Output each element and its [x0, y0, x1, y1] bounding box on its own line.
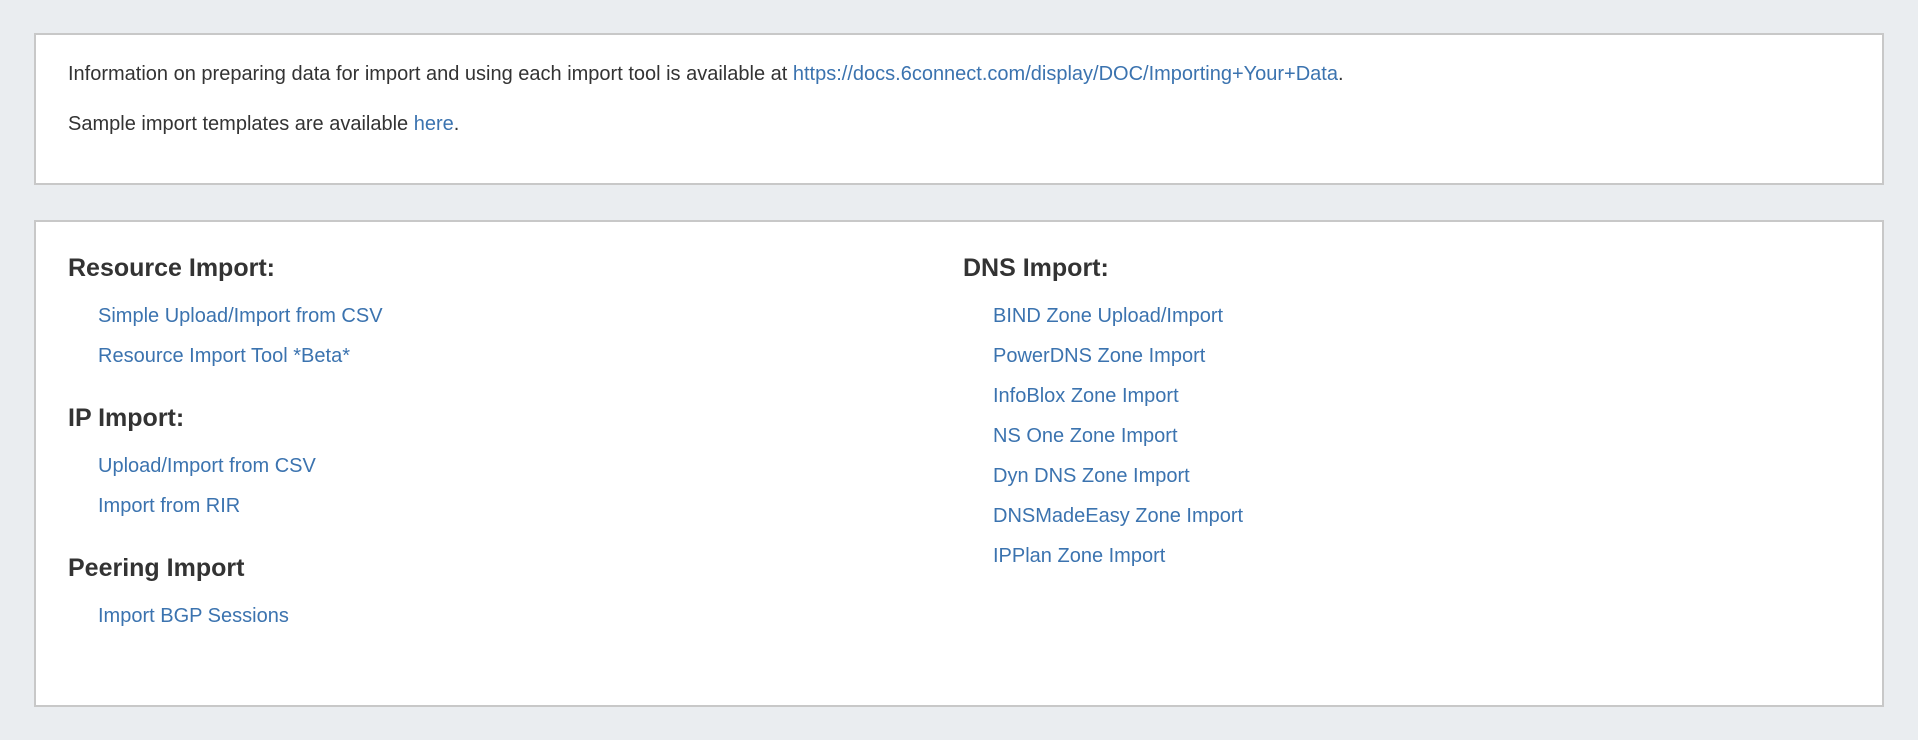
dnsmadeeasy-zone-import-link[interactable]: DNSMadeEasy Zone Import [993, 505, 1244, 527]
list-item: NS One Zone Import [993, 416, 1850, 456]
info-line-1-text: Information on preparing data for import… [68, 63, 793, 85]
import-bgp-sessions-link[interactable]: Import BGP Sessions [98, 605, 289, 627]
list-item: Resource Import Tool *Beta* [98, 336, 963, 376]
resource-import-tool-beta-link[interactable]: Resource Import Tool *Beta* [98, 345, 350, 367]
info-line-2-text: Sample import templates are available [68, 113, 414, 135]
import-from-rir-link[interactable]: Import from RIR [98, 495, 241, 517]
powerdns-zone-import-link[interactable]: PowerDNS Zone Import [993, 345, 1206, 367]
docs-importing-data-link[interactable]: https://docs.6connect.com/display/DOC/Im… [792, 63, 1338, 85]
link-list-peering-import: Import BGP Sessions [68, 596, 963, 636]
info-panel: Information on preparing data for import… [34, 33, 1884, 185]
sample-templates-here-link[interactable]: here [413, 113, 454, 135]
dyn-dns-zone-import-link[interactable]: Dyn DNS Zone Import [993, 465, 1190, 487]
section-ip-import: IP Import: Upload/Import from CSV Import f… [68, 402, 963, 526]
list-item: BIND Zone Upload/Import [993, 296, 1850, 336]
list-item: Import BGP Sessions [98, 596, 963, 636]
bind-zone-upload-import-link[interactable]: BIND Zone Upload/Import [993, 305, 1224, 327]
list-item: InfoBlox Zone Import [993, 376, 1850, 416]
info-line-2: Sample import templates are available he… [68, 109, 1850, 139]
list-item: Simple Upload/Import from CSV [98, 296, 963, 336]
link-list-ip-import: Upload/Import from CSV Import from RIR [68, 446, 963, 526]
link-list-resource-import: Simple Upload/Import from CSV Resource Im… [68, 296, 963, 376]
list-item: IPPlan Zone Import [993, 536, 1850, 576]
list-item: Dyn DNS Zone Import [993, 456, 1850, 496]
list-item: Upload/Import from CSV [98, 446, 963, 486]
ns-one-zone-import-link[interactable]: NS One Zone Import [993, 425, 1178, 447]
simple-upload-import-from-csv-link[interactable]: Simple Upload/Import from CSV [98, 305, 383, 327]
section-heading-resource-import: Resource Import: [68, 254, 275, 282]
section-heading-ip-import: IP Import: [68, 404, 185, 432]
list-item: PowerDNS Zone Import [993, 336, 1850, 376]
list-item: DNSMadeEasy Zone Import [993, 496, 1850, 536]
infoblox-zone-import-link[interactable]: InfoBlox Zone Import [993, 385, 1179, 407]
section-heading-dns-import: DNS Import: [963, 254, 1109, 282]
section-heading-peering-import: Peering Import [68, 554, 245, 582]
info-line-1: Information on preparing data for import… [68, 59, 1850, 89]
left-column: Resource Import: Simple Upload/Import fro… [68, 252, 963, 636]
import-tools-panel: Resource Import: Simple Upload/Import fro… [34, 220, 1884, 707]
section-resource-import: Resource Import: Simple Upload/Import fro… [68, 252, 963, 376]
info-line-1-period: . [1337, 63, 1344, 85]
ipplan-zone-import-link[interactable]: IPPlan Zone Import [993, 545, 1166, 567]
upload-import-from-csv-link[interactable]: Upload/Import from CSV [98, 455, 316, 477]
list-item: Import from RIR [98, 486, 963, 526]
info-line-2-period: . [453, 113, 460, 135]
